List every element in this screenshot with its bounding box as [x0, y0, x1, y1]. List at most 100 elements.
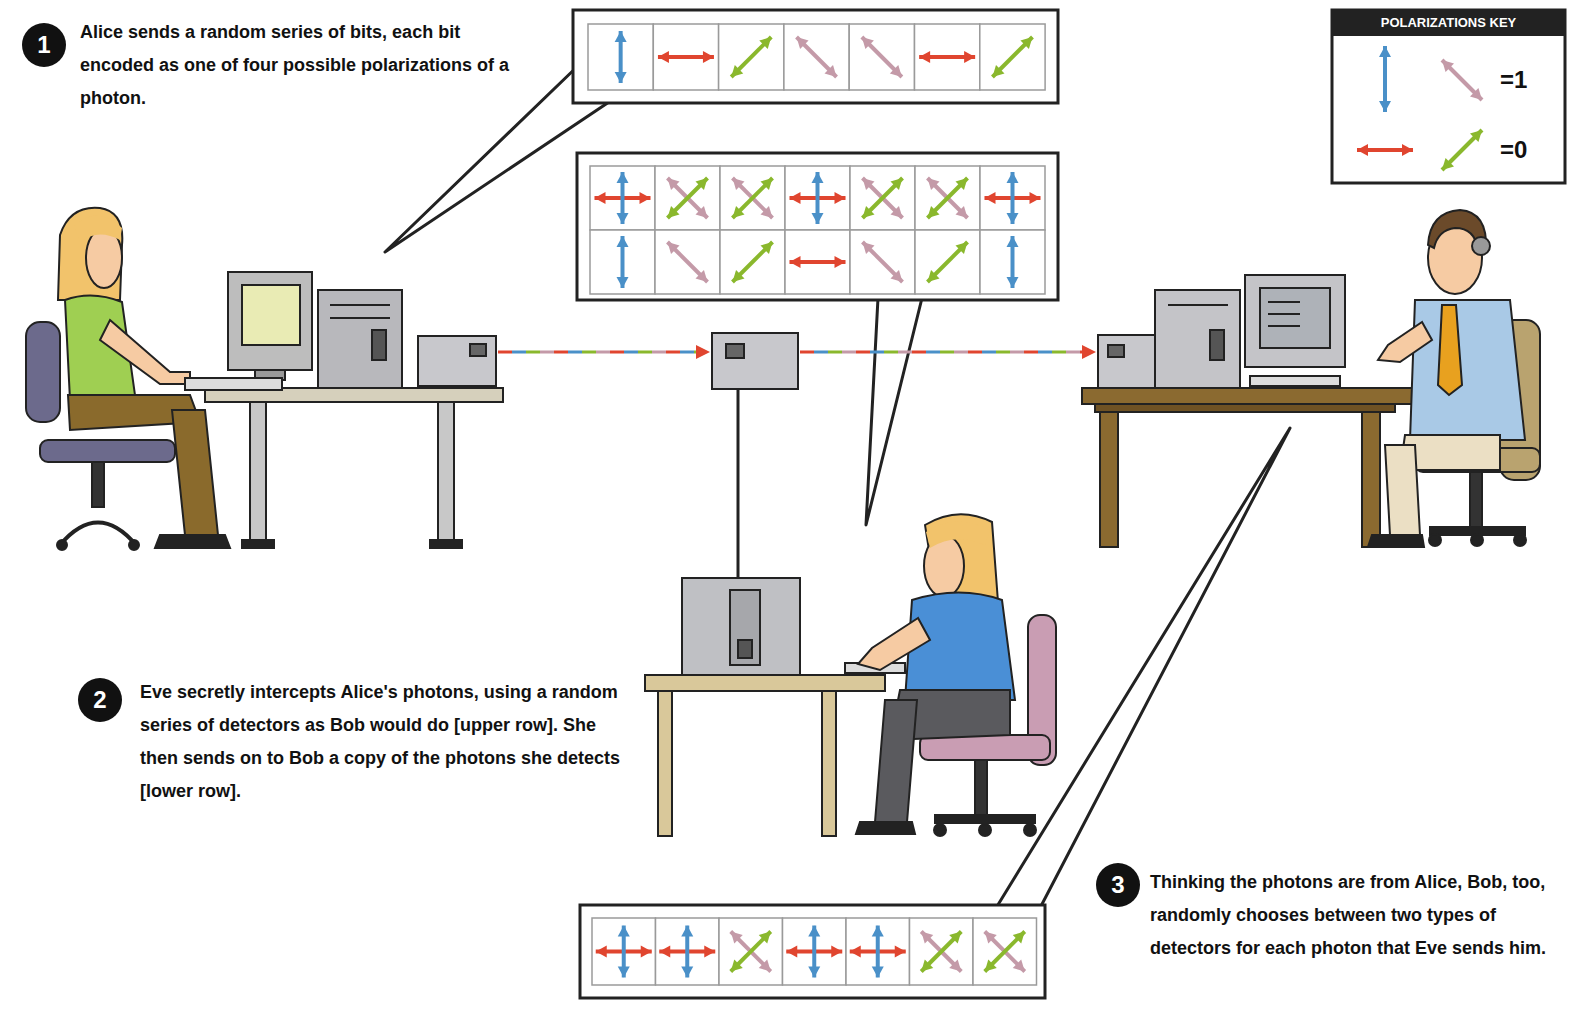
photon-cell	[783, 918, 847, 985]
photon-cell	[973, 918, 1037, 985]
arrow-head	[617, 277, 629, 288]
polarization-arrow	[992, 37, 1032, 77]
arrow-head	[695, 206, 707, 218]
arrow-head	[921, 932, 933, 944]
photon-beam	[498, 351, 702, 354]
arrow-head	[695, 178, 707, 190]
arrow-head	[862, 37, 874, 49]
legend-label: =1	[1500, 66, 1527, 94]
arrow-head	[731, 932, 743, 944]
arrow-head	[760, 178, 772, 190]
arrow-shaft	[1442, 60, 1482, 100]
arrow-head	[759, 932, 771, 944]
polarization-arrow	[790, 256, 846, 268]
arrow-head	[812, 213, 824, 224]
arrow-head	[681, 926, 693, 937]
polarization-arrow	[617, 236, 629, 288]
photon-beam	[800, 351, 1088, 354]
arrow-head	[808, 967, 820, 978]
arrow-head	[1013, 932, 1025, 944]
polarization-arrow	[985, 932, 1025, 972]
arrow-head	[1007, 277, 1019, 288]
polarization-arrow	[731, 932, 771, 972]
arrow-head	[850, 946, 861, 958]
arrow-shaft	[928, 178, 968, 218]
arrow-shaft	[992, 37, 1032, 77]
arrow-head	[1402, 144, 1413, 156]
photon-cell	[719, 24, 784, 90]
arrow-head	[733, 178, 745, 190]
polarization-arrow	[1007, 172, 1019, 224]
polarization-arrow	[731, 932, 771, 972]
bob-figure	[1368, 210, 1540, 547]
arrow-head	[797, 37, 809, 49]
arrow-head	[835, 192, 846, 204]
photon-cell	[655, 230, 720, 294]
arrow-head	[1020, 37, 1032, 49]
callout-text: Thinking the photons are from Alice, Bob…	[1150, 866, 1568, 965]
arrow-head	[835, 256, 846, 268]
arrow-head	[1007, 172, 1019, 183]
arrow-head	[955, 242, 967, 254]
photon-cell	[980, 24, 1045, 90]
arrow-head	[890, 65, 902, 77]
arrow-head	[760, 242, 772, 254]
photon-cell	[980, 230, 1045, 294]
photon-cell	[785, 166, 850, 230]
arrow-head	[668, 178, 680, 190]
polarization-arrow	[863, 178, 903, 218]
photon-cell	[915, 24, 980, 90]
photon-beam	[800, 351, 1088, 354]
arrow-head	[1357, 144, 1368, 156]
arrow-head	[1379, 46, 1391, 57]
legend-label: =0	[1500, 136, 1527, 164]
arrow-head	[825, 65, 837, 77]
arrow-head	[618, 926, 630, 937]
photon-cell	[720, 166, 785, 230]
polarization-arrow	[1442, 60, 1482, 100]
callout-number: 2	[93, 686, 106, 714]
eve-figure	[856, 514, 1056, 836]
polarization-arrow	[618, 926, 630, 978]
arrow-head	[895, 946, 906, 958]
arrow-shaft	[921, 932, 961, 972]
arrow-head	[641, 946, 652, 958]
arrow-head	[617, 236, 629, 247]
photon-cell	[590, 230, 655, 294]
photon-cell	[915, 166, 980, 230]
arrow-shaft	[731, 932, 771, 972]
polarization-arrow	[928, 178, 968, 218]
arrow-head	[872, 967, 884, 978]
arrow-head	[831, 946, 842, 958]
photon-cell	[846, 918, 910, 985]
photon-cell	[719, 918, 783, 985]
polarization-arrow	[862, 37, 902, 77]
arrow-shaft	[928, 242, 968, 282]
arrow-shaft	[731, 932, 771, 972]
arrow-head	[759, 37, 771, 49]
photon-cell	[915, 230, 980, 294]
arrow-head	[790, 192, 801, 204]
polarization-arrow	[872, 926, 884, 978]
beam-head	[1082, 345, 1096, 359]
arrow-head	[617, 213, 629, 224]
polarization-arrow	[928, 178, 968, 218]
arrow-head	[949, 959, 961, 971]
polarization-arrow	[668, 178, 708, 218]
arrow-shaft	[668, 242, 708, 282]
polarization-arrow	[658, 51, 714, 63]
arrow-head	[1007, 236, 1019, 247]
arrow-head	[964, 51, 975, 63]
photon-cell	[655, 166, 720, 230]
arrow-head	[890, 206, 902, 218]
polarization-arrow	[921, 932, 961, 972]
arrow-head	[992, 65, 1004, 77]
arrow-head	[659, 946, 670, 958]
photon-cell	[588, 24, 653, 90]
arrow-head	[618, 967, 630, 978]
polarization-arrow	[863, 178, 903, 218]
polarization-arrow	[1442, 130, 1482, 170]
photon-cell	[785, 230, 850, 294]
polarization-arrow	[1357, 144, 1413, 156]
arrow-head	[731, 959, 743, 971]
